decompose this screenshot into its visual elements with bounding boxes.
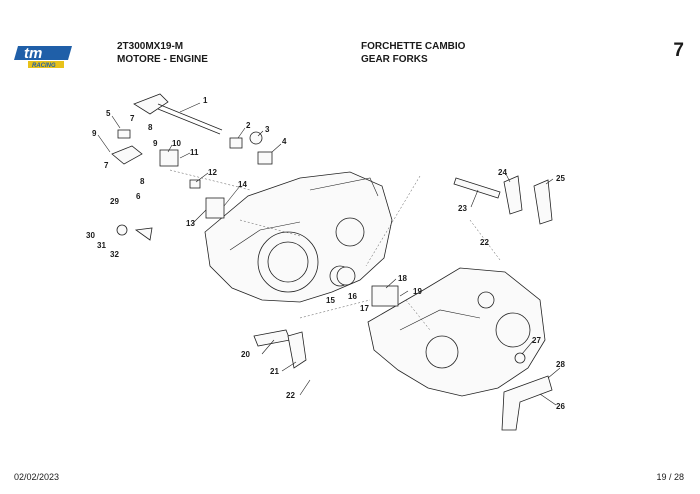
- shift-shaft: [133, 93, 223, 135]
- callout-29: 29: [110, 197, 119, 206]
- callout-2: 2: [246, 121, 251, 130]
- callout-6: 6: [136, 192, 141, 201]
- callout-16: 16: [348, 292, 357, 301]
- part-10: [159, 149, 179, 167]
- callout-12: 12: [208, 168, 217, 177]
- callout-23: 23: [458, 204, 467, 213]
- callout-25: 25: [556, 174, 565, 183]
- callout-13: 13: [186, 219, 195, 228]
- svg-text:RACING: RACING: [32, 63, 56, 69]
- print-date: 02/02/2023: [14, 472, 60, 482]
- part-2: [229, 137, 243, 149]
- callout-24: 24: [498, 168, 507, 177]
- right-crankcase-half: [367, 267, 546, 397]
- callout-5: 5: [106, 109, 111, 118]
- shift-lever-26: [501, 375, 553, 431]
- part-13: [205, 197, 225, 219]
- section-header: FORCHETTE CAMBIO GEAR FORKS: [361, 40, 465, 66]
- group-title: MOTORE - ENGINE: [117, 54, 208, 65]
- part-31: [116, 224, 128, 236]
- callout-21: 21: [270, 367, 279, 376]
- callout-30: 30: [86, 231, 95, 240]
- page-counter: 19 / 28: [656, 472, 684, 482]
- callout-labels: 1 2 3 4 5 6 7 8 9 10 11 12 13 14 15 16 1…: [86, 96, 565, 411]
- part-5: [117, 129, 131, 139]
- left-crankcase-half: [204, 171, 393, 303]
- callout-18: 18: [398, 274, 407, 283]
- callout-22b: 22: [480, 238, 489, 247]
- tm-racing-logo: tm RACING: [14, 45, 72, 69]
- callout-20: 20: [241, 350, 250, 359]
- callout-8b: 8: [140, 177, 145, 186]
- part-27: [514, 352, 526, 364]
- gear-fork-21: [287, 331, 307, 369]
- callout-7: 7: [130, 114, 135, 123]
- part-9: [111, 145, 143, 165]
- svg-text:tm: tm: [24, 45, 42, 62]
- fork-rod-20: [253, 329, 291, 347]
- callout-7b: 7: [104, 161, 109, 170]
- callout-11: 11: [190, 148, 199, 157]
- fork-rod-23: [453, 177, 501, 199]
- callout-9: 9: [92, 129, 97, 138]
- shift-drum: [371, 285, 399, 307]
- callout-22: 22: [286, 391, 295, 400]
- callout-28: 28: [556, 360, 565, 369]
- gear-fork-24: [503, 175, 523, 215]
- callout-27: 27: [532, 336, 541, 345]
- part-4: [257, 151, 273, 165]
- callout-26: 26: [556, 402, 565, 411]
- callout-17: 17: [360, 304, 369, 313]
- callout-9b: 9: [153, 139, 158, 148]
- model-code: 2T300MX19-M: [117, 41, 184, 52]
- callout-1: 1: [203, 96, 208, 105]
- table-number: 7: [673, 40, 684, 61]
- callout-14: 14: [238, 180, 247, 189]
- callout-4: 4: [282, 137, 287, 146]
- oil-seal: [336, 266, 356, 286]
- callout-8: 8: [148, 123, 153, 132]
- callout-19: 19: [413, 287, 422, 296]
- section-title-en: GEAR FORKS: [361, 54, 428, 65]
- model-header: 2T300MX19-M MOTORE - ENGINE: [117, 40, 208, 66]
- part-32: [134, 227, 153, 241]
- callout-10: 10: [172, 139, 181, 148]
- callout-3: 3: [265, 125, 270, 134]
- callout-32: 32: [110, 250, 119, 259]
- gear-fork-25: [533, 179, 553, 225]
- callout-15: 15: [326, 296, 335, 305]
- part-12: [189, 179, 201, 189]
- callout-31: 31: [97, 241, 106, 250]
- section-title-it: FORCHETTE CAMBIO: [361, 41, 466, 52]
